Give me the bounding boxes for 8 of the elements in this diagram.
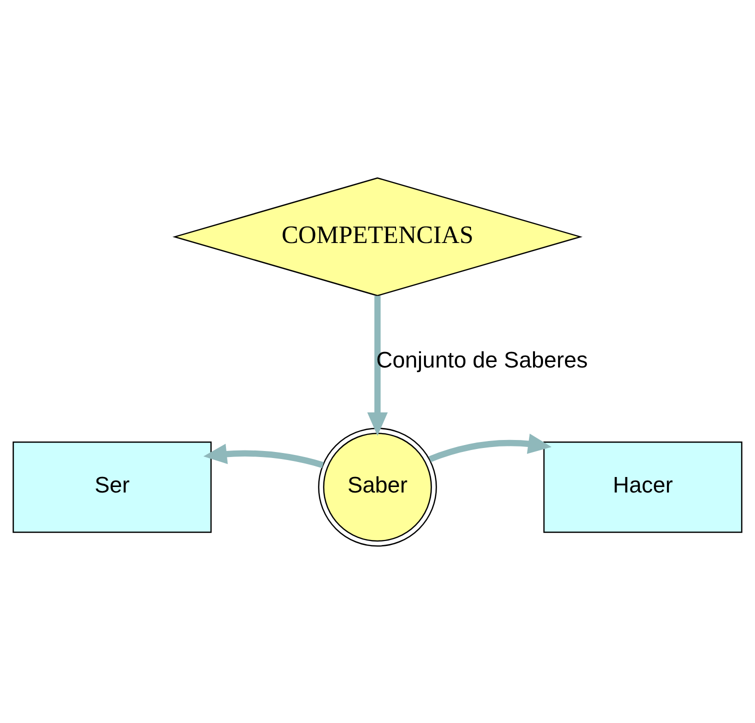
node-box: Ser	[12, 440, 212, 532]
arrow	[367, 295, 388, 436]
node-circle: Saber	[318, 427, 437, 546]
edge-label: Conjunto de Saberes	[376, 347, 588, 372]
arrow	[428, 433, 552, 462]
node-box: Hacer	[543, 440, 742, 532]
arrow	[203, 443, 324, 468]
node-diamond: COMPETENCIAS	[172, 176, 583, 296]
